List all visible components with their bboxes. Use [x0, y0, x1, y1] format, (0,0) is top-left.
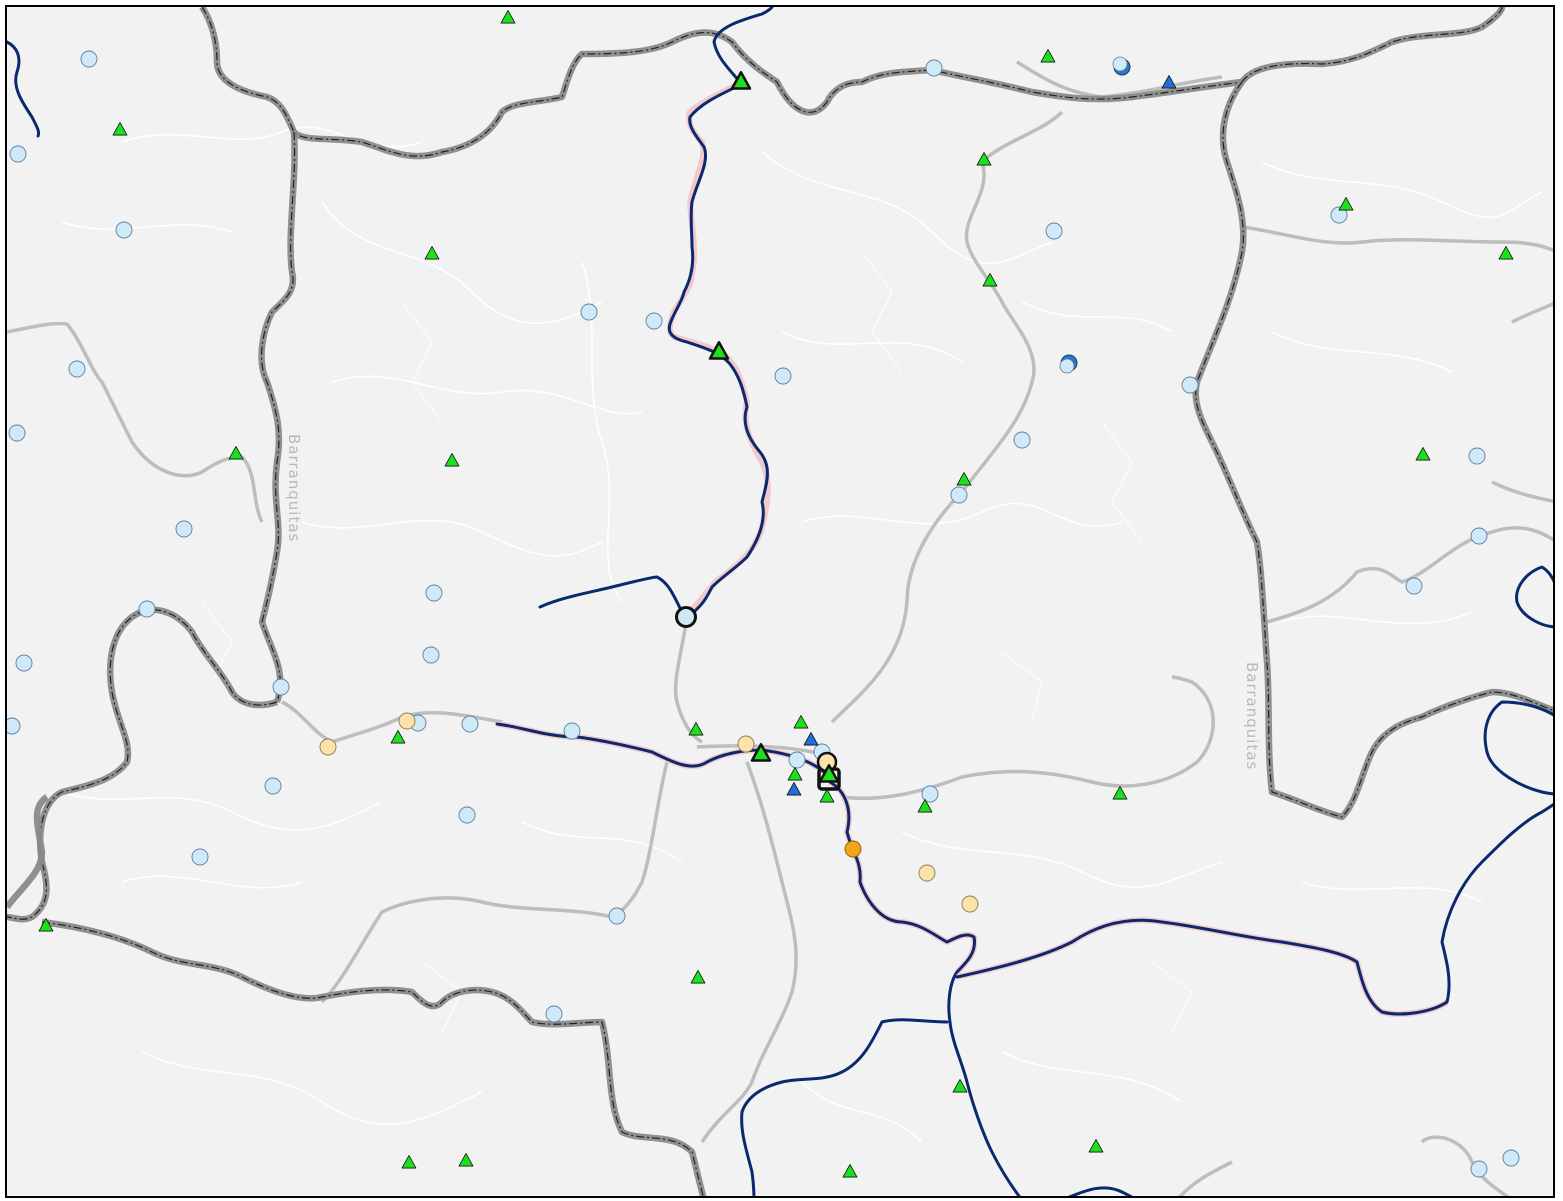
- monitoring-site-circle-icon[interactable]: [608, 907, 626, 925]
- monitoring-site-circle-icon[interactable]: [398, 712, 416, 730]
- monitoring-site-circle-icon[interactable]: [80, 50, 98, 68]
- green-triangle-marker-icon[interactable]: [787, 767, 803, 781]
- monitoring-site-circle-icon[interactable]: [1059, 358, 1075, 374]
- road-network: [7, 60, 1553, 1196]
- monitoring-site-circle-icon[interactable]: [191, 848, 209, 866]
- monitoring-site-circle-icon[interactable]: [737, 735, 755, 753]
- monitoring-site-circle-icon[interactable]: [7, 717, 21, 735]
- green-triangle-marker-icon[interactable]: [228, 446, 244, 460]
- green-triangle-marker-icon[interactable]: [444, 453, 460, 467]
- monitoring-site-circle-icon[interactable]: [950, 486, 968, 504]
- green-triangle-marker-icon[interactable]: [1040, 49, 1056, 63]
- green-triangle-marker-icon[interactable]: [976, 152, 992, 166]
- green-triangle-marker-icon[interactable]: [1415, 447, 1431, 461]
- green-triangle-marker-icon[interactable]: [956, 472, 972, 486]
- monitoring-site-circle-icon[interactable]: [1468, 447, 1486, 465]
- place-label-barranquitas-west: Barranquitas: [285, 434, 303, 542]
- place-labels: Barranquitas Barranquitas: [285, 434, 1261, 770]
- green-triangle-marker-icon[interactable]: [1112, 786, 1128, 800]
- green-triangle-marker-icon[interactable]: [818, 764, 840, 783]
- green-triangle-marker-icon[interactable]: [730, 71, 752, 90]
- monitoring-site-circle-icon[interactable]: [918, 864, 936, 882]
- green-triangle-marker-icon[interactable]: [750, 743, 772, 762]
- monitoring-site-circle-icon[interactable]: [1013, 431, 1031, 449]
- monitoring-site-circle-icon[interactable]: [319, 738, 337, 756]
- green-triangle-marker-icon[interactable]: [1498, 246, 1514, 260]
- monitoring-site-circle-icon[interactable]: [425, 584, 443, 602]
- street-network: [61, 126, 1543, 1143]
- green-triangle-marker-icon[interactable]: [708, 341, 730, 360]
- monitoring-site-circle-icon[interactable]: [1470, 527, 1488, 545]
- monitoring-site-circle-icon[interactable]: [1112, 56, 1128, 72]
- river-network: [7, 7, 1553, 1196]
- green-triangle-marker-icon[interactable]: [424, 246, 440, 260]
- monitoring-site-circle-icon[interactable]: [645, 312, 663, 330]
- monitoring-site-circle-icon[interactable]: [1330, 206, 1348, 224]
- monitoring-site-circle-icon[interactable]: [138, 600, 156, 618]
- monitoring-site-circle-icon[interactable]: [925, 59, 943, 77]
- site-markers: [7, 10, 1520, 1178]
- monitoring-site-circle-icon[interactable]: [580, 303, 598, 321]
- monitoring-site-circle-icon[interactable]: [788, 751, 806, 769]
- blue-triangle-marker-icon[interactable]: [803, 732, 819, 746]
- monitoring-site-circle-icon[interactable]: [8, 424, 26, 442]
- green-triangle-marker-icon[interactable]: [952, 1079, 968, 1093]
- green-triangle-marker-icon[interactable]: [793, 715, 809, 729]
- green-triangle-marker-icon[interactable]: [842, 1164, 858, 1178]
- monitoring-site-circle-icon[interactable]: [1405, 577, 1423, 595]
- outlet-circle-icon[interactable]: [675, 606, 697, 628]
- green-triangle-marker-icon[interactable]: [917, 799, 933, 813]
- monitoring-site-circle-icon[interactable]: [115, 221, 133, 239]
- monitoring-site-circle-icon[interactable]: [563, 722, 581, 740]
- monitoring-site-circle-icon[interactable]: [175, 520, 193, 538]
- monitoring-site-circle-icon[interactable]: [9, 145, 27, 163]
- monitoring-site-circle-icon[interactable]: [774, 367, 792, 385]
- green-triangle-marker-icon[interactable]: [690, 970, 706, 984]
- municipal-boundaries: [7, 7, 1553, 1196]
- place-label-barranquitas-east: Barranquitas: [1243, 662, 1261, 770]
- monitoring-site-circle-icon[interactable]: [844, 840, 862, 858]
- map-canvas[interactable]: Barranquitas Barranquitas: [5, 5, 1555, 1198]
- green-triangle-marker-icon[interactable]: [982, 273, 998, 287]
- monitoring-site-circle-icon[interactable]: [545, 1005, 563, 1023]
- monitoring-site-circle-icon[interactable]: [1502, 1149, 1520, 1167]
- green-triangle-marker-icon[interactable]: [390, 730, 406, 744]
- monitoring-site-circle-icon[interactable]: [1181, 376, 1199, 394]
- blue-triangle-marker-icon[interactable]: [786, 782, 802, 796]
- monitoring-site-circle-icon[interactable]: [422, 646, 440, 664]
- monitoring-site-circle-icon[interactable]: [1045, 222, 1063, 240]
- monitoring-site-circle-icon[interactable]: [458, 806, 476, 824]
- green-triangle-marker-icon[interactable]: [688, 722, 704, 736]
- green-triangle-marker-icon[interactable]: [458, 1153, 474, 1167]
- green-triangle-marker-icon[interactable]: [500, 10, 516, 24]
- map-svg: Barranquitas Barranquitas: [7, 7, 1553, 1196]
- green-triangle-marker-icon[interactable]: [819, 789, 835, 803]
- green-triangle-marker-icon[interactable]: [112, 122, 128, 136]
- monitoring-site-circle-icon[interactable]: [461, 715, 479, 733]
- monitoring-site-circle-icon[interactable]: [961, 895, 979, 913]
- monitoring-site-circle-icon[interactable]: [272, 678, 290, 696]
- green-triangle-marker-icon[interactable]: [1088, 1139, 1104, 1153]
- green-triangle-marker-icon[interactable]: [401, 1155, 417, 1169]
- blue-triangle-marker-icon[interactable]: [1161, 75, 1177, 89]
- monitoring-site-circle-icon[interactable]: [921, 785, 939, 803]
- monitoring-site-circle-icon[interactable]: [68, 360, 86, 378]
- green-triangle-marker-icon[interactable]: [38, 918, 54, 932]
- green-triangle-marker-icon[interactable]: [1338, 197, 1354, 211]
- monitoring-site-circle-icon[interactable]: [15, 654, 33, 672]
- monitoring-site-circle-icon[interactable]: [264, 777, 282, 795]
- monitoring-site-circle-icon[interactable]: [1470, 1160, 1488, 1178]
